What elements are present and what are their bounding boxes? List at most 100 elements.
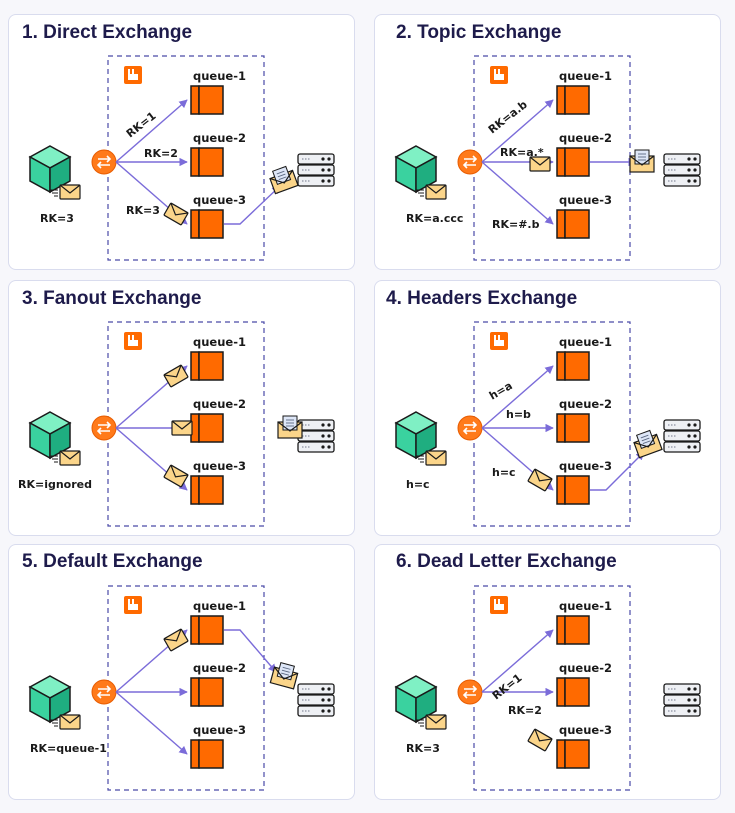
envelope-icon <box>425 714 447 730</box>
queue-icon <box>190 147 224 177</box>
routing-label: RK=a.b <box>486 98 530 136</box>
queue-icon <box>556 677 590 707</box>
routing-arrow <box>481 629 554 693</box>
routing-label: RK=2 <box>508 704 542 717</box>
envelope-icon <box>59 714 81 730</box>
queue-label: queue-2 <box>193 661 246 675</box>
queue-label: queue-2 <box>193 397 246 411</box>
queue-icon <box>556 351 590 381</box>
message-icon <box>269 165 299 195</box>
envelope-icon <box>163 628 189 652</box>
queue-label: queue-2 <box>193 131 246 145</box>
exchange-icon <box>91 679 117 705</box>
envelope-icon <box>163 464 189 488</box>
routing-label: RK=1 <box>124 109 159 140</box>
queue-label: queue-2 <box>559 661 612 675</box>
routing-label: RK=1 <box>490 671 525 702</box>
panel-title: 1. Direct Exchange <box>22 22 193 43</box>
rabbitmq-icon <box>124 332 142 350</box>
exchange-icon <box>457 679 483 705</box>
server-icon <box>297 683 335 717</box>
queue-icon <box>190 677 224 707</box>
queue-label: queue-3 <box>193 459 246 473</box>
envelope-icon <box>527 728 553 752</box>
envelope-icon <box>425 184 447 200</box>
broker-boundary <box>107 585 265 791</box>
queue-icon <box>556 739 590 769</box>
server-icon <box>663 153 701 187</box>
routing-label: RK=2 <box>144 147 178 160</box>
routing-label: RK=a.* <box>500 146 544 159</box>
message-icon <box>269 662 299 690</box>
queue-label: queue-1 <box>193 69 246 83</box>
message-icon <box>277 415 303 439</box>
message-icon <box>633 429 663 459</box>
motion-lines <box>416 189 424 197</box>
delivery-arrow <box>224 629 277 673</box>
producer-cube-icon <box>394 145 438 194</box>
envelope-icon <box>425 450 447 466</box>
queue-icon <box>190 475 224 505</box>
queue-icon <box>190 209 224 239</box>
panel-default-exchange <box>8 544 355 800</box>
rabbitmq-icon <box>490 66 508 84</box>
producer-label: RK=ignored <box>18 478 92 491</box>
producer-label: RK=3 <box>40 212 74 225</box>
motion-lines <box>50 455 58 463</box>
exchange-icon <box>457 149 483 175</box>
queue-label: queue-2 <box>559 397 612 411</box>
motion-lines <box>416 719 424 727</box>
queue-label: queue-2 <box>559 131 612 145</box>
queue-label: queue-3 <box>559 459 612 473</box>
queue-label: queue-1 <box>559 69 612 83</box>
server-icon <box>297 153 335 187</box>
queue-label: queue-3 <box>559 193 612 207</box>
exchange-icon <box>457 415 483 441</box>
panel-dead-letter-exchange <box>374 544 721 800</box>
envelope-icon <box>527 468 553 492</box>
server-icon <box>297 419 335 453</box>
routing-label: RK=#.b <box>492 218 540 231</box>
producer-cube-icon <box>394 675 438 724</box>
motion-lines <box>416 455 424 463</box>
queue-icon <box>190 85 224 115</box>
motion-lines <box>50 719 58 727</box>
routing-arrow <box>481 365 554 429</box>
routing-label: h=b <box>506 408 531 421</box>
rabbitmq-icon <box>124 66 142 84</box>
producer-label: RK=queue-1 <box>30 742 107 755</box>
queue-label: queue-1 <box>193 335 246 349</box>
envelope-icon <box>59 184 81 200</box>
queue-label: queue-1 <box>559 599 612 613</box>
queue-icon <box>190 351 224 381</box>
delivery-arrow <box>224 185 281 225</box>
queue-icon <box>556 147 590 177</box>
routing-arrow <box>481 99 554 163</box>
queue-icon <box>556 615 590 645</box>
server-icon <box>663 683 701 717</box>
queue-label: queue-3 <box>193 193 246 207</box>
queue-icon <box>556 475 590 505</box>
queue-icon <box>190 413 224 443</box>
panel-direct-exchange <box>8 14 355 270</box>
panel-fanout-exchange <box>8 280 355 536</box>
panel-title: 6. Dead Letter Exchange <box>396 551 617 572</box>
producer-label: RK=3 <box>406 742 440 755</box>
routing-arrow <box>115 99 188 163</box>
queue-label: queue-1 <box>193 599 246 613</box>
exchange-icon <box>91 415 117 441</box>
rabbitmq-icon <box>490 332 508 350</box>
routing-label: RK=3 <box>126 204 160 217</box>
producer-cube-icon <box>28 411 72 460</box>
envelope-icon <box>163 202 189 226</box>
envelope-icon <box>163 364 189 388</box>
routing-arrow <box>481 161 554 225</box>
routing-label: h=a <box>487 379 515 403</box>
producer-label: RK=a.ccc <box>406 212 463 225</box>
producer-cube-icon <box>28 145 72 194</box>
broker-boundary <box>107 55 265 261</box>
panel-title: 3. Fanout Exchange <box>22 288 202 309</box>
producer-cube-icon <box>28 675 72 724</box>
queue-label: queue-1 <box>559 335 612 349</box>
